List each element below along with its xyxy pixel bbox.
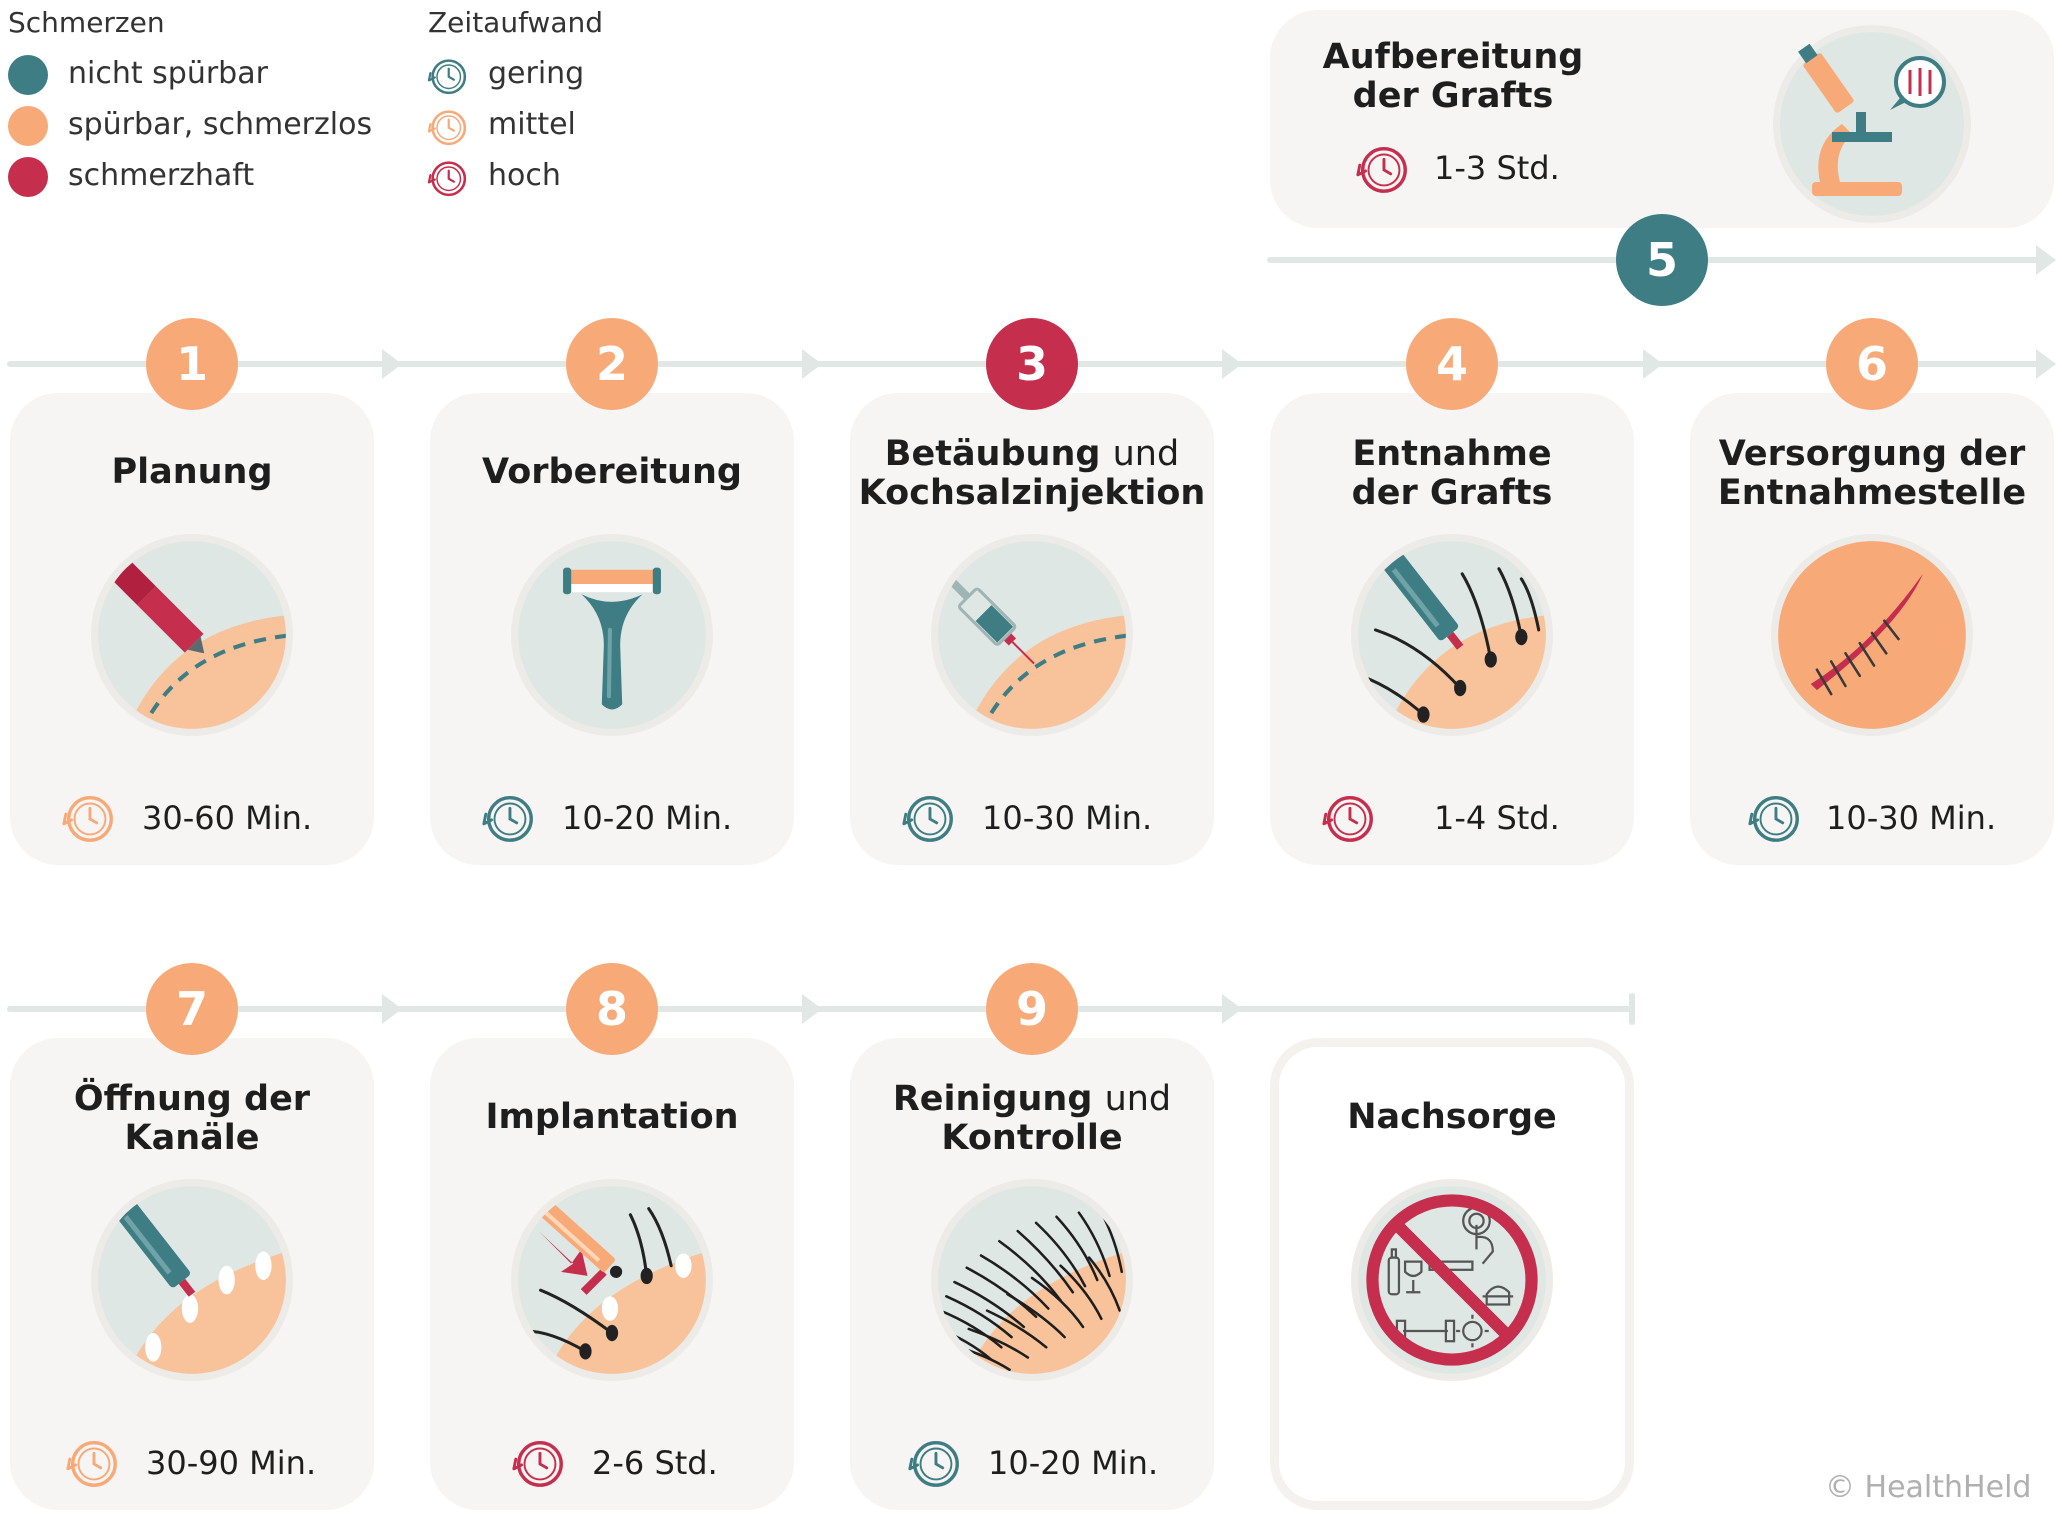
step-badge-4: 4 (1406, 318, 1498, 410)
dense-hair-icon (931, 1179, 1133, 1381)
step-duration: 10-20 Min. (988, 1444, 1159, 1482)
punch-extraction-icon (1351, 534, 1553, 736)
legend-pain-heading: Schmerzen (8, 6, 165, 39)
step-badge-5: 5 (1616, 214, 1708, 306)
wound-stitches-icon (1771, 534, 1973, 736)
step-duration: 10-30 Min. (1826, 799, 1997, 837)
syringe-icon (931, 534, 1133, 736)
legend-pain-item: spürbar, schmerzlos (68, 107, 373, 142)
clock-icon (902, 796, 953, 842)
step-badge-8: 8 (566, 963, 658, 1055)
step-title: Planung (111, 452, 273, 492)
copyright-credit: © HealthHeld (1825, 1470, 2032, 1505)
legend-dot-peach (8, 106, 48, 146)
step-duration: 10-20 Min. (562, 799, 733, 837)
legend-dot-red (8, 157, 48, 197)
step-duration: 1-4 Std. (1434, 799, 1560, 837)
legend-pain-item: nicht spürbar (68, 56, 268, 91)
legend-time-item: gering (488, 56, 585, 91)
clock-icon (512, 1441, 563, 1487)
step-card-2: Vorbereitung 10-20 Min. (430, 393, 794, 865)
clock-icon (482, 796, 533, 842)
channel-opening-icon (91, 1179, 293, 1381)
clock-icon (427, 110, 467, 146)
legend-time-item: mittel (488, 107, 576, 142)
step-badge-7: 7 (146, 963, 238, 1055)
step-title: Vorbereitung (482, 452, 742, 492)
step-badge-6: 6 (1826, 318, 1918, 410)
clock-icon (62, 796, 113, 842)
step-badge-1: 1 (146, 318, 238, 410)
step-card-1: Planung 30-60 Min. (10, 393, 374, 865)
prohibited-activities-icon (1351, 1179, 1553, 1381)
step-duration: 2-6 Std. (592, 1444, 718, 1482)
step-badge-9: 9 (986, 963, 1078, 1055)
clock-icon (908, 1441, 959, 1487)
clock-icon (1356, 147, 1407, 193)
step-title: Implantation (485, 1097, 739, 1137)
implantation-icon (511, 1179, 713, 1381)
clock-icon (66, 1441, 117, 1487)
clock-icon (1322, 796, 1373, 842)
step-duration: 1-3 Std. (1434, 149, 1560, 187)
clock-icon (427, 161, 467, 197)
legend-dot-teal (8, 55, 48, 95)
legend-pain-item: schmerzhaft (68, 158, 255, 193)
step-duration: 30-90 Min. (146, 1444, 317, 1482)
step-badge-2: 2 (566, 318, 658, 410)
step-duration: 10-30 Min. (982, 799, 1153, 837)
aftercare-card: Nachsorge (1270, 1038, 1634, 1510)
step-duration: 30-60 Min. (142, 799, 313, 837)
clock-icon (1748, 796, 1799, 842)
microscope-icon (1773, 25, 1971, 223)
aftercare-title: Nachsorge (1347, 1097, 1557, 1137)
legend-time-heading: Zeitaufwand (428, 6, 604, 39)
step-badge-3: 3 (986, 318, 1078, 410)
marker-pen-icon (91, 534, 293, 736)
legend-time-item: hoch (488, 158, 561, 193)
step-card-8: Implantation 2-6 Std. (430, 1038, 794, 1510)
clock-icon (427, 59, 467, 95)
razor-icon (511, 534, 713, 736)
